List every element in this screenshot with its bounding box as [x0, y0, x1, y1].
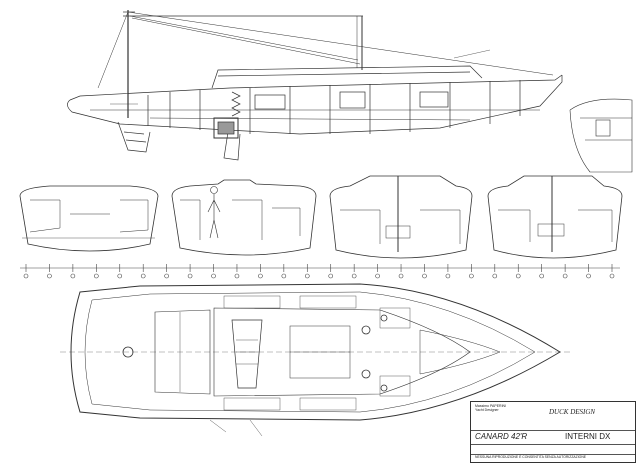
station-marker [492, 273, 498, 279]
station-marker [140, 273, 146, 279]
station-marker [281, 273, 287, 279]
station-marker [211, 273, 216, 279]
station-marker [539, 273, 544, 279]
designer-contact-line-1: Massimo PAPERINI [475, 404, 507, 408]
station-marker [562, 273, 568, 279]
disclaimer: NESSUNA RIPRODUZIONE È CONSENTITA SENZA … [475, 455, 587, 459]
station-marker [47, 273, 52, 279]
cross-section-a [19, 185, 159, 252]
station-marker [164, 273, 169, 279]
cross-section-d [487, 175, 623, 259]
plan-view [60, 283, 570, 437]
title-block: Massimo PAPERINI Yacht Designer DUCK DES… [470, 401, 636, 463]
station-marker [234, 273, 240, 279]
station-marker [94, 273, 99, 279]
cross-section-b [171, 179, 317, 256]
station-marker [328, 273, 334, 279]
station-marker [117, 273, 123, 279]
drawing-title: INTERNI DX [565, 432, 611, 441]
station-ruler [20, 264, 620, 279]
station-marker [515, 273, 521, 279]
designer-contact-line-2: Yacht Designer [475, 408, 499, 412]
station-marker [609, 273, 615, 279]
cross-section-c [329, 175, 473, 259]
station-marker [469, 273, 474, 279]
station-marker [422, 273, 427, 279]
bow-detail [569, 98, 633, 173]
station-marker [375, 273, 380, 279]
station-marker [304, 273, 310, 279]
station-marker [258, 273, 263, 279]
studio-name: DUCK DESIGN [549, 408, 595, 416]
station-marker [351, 273, 357, 279]
station-marker [445, 273, 451, 279]
station-marker [70, 273, 76, 279]
station-marker [187, 273, 193, 279]
station-marker [23, 273, 29, 279]
station-marker [398, 273, 404, 279]
project-name: CANARD 42'R [475, 432, 528, 441]
side-profile [67, 10, 563, 161]
station-marker [586, 273, 591, 279]
